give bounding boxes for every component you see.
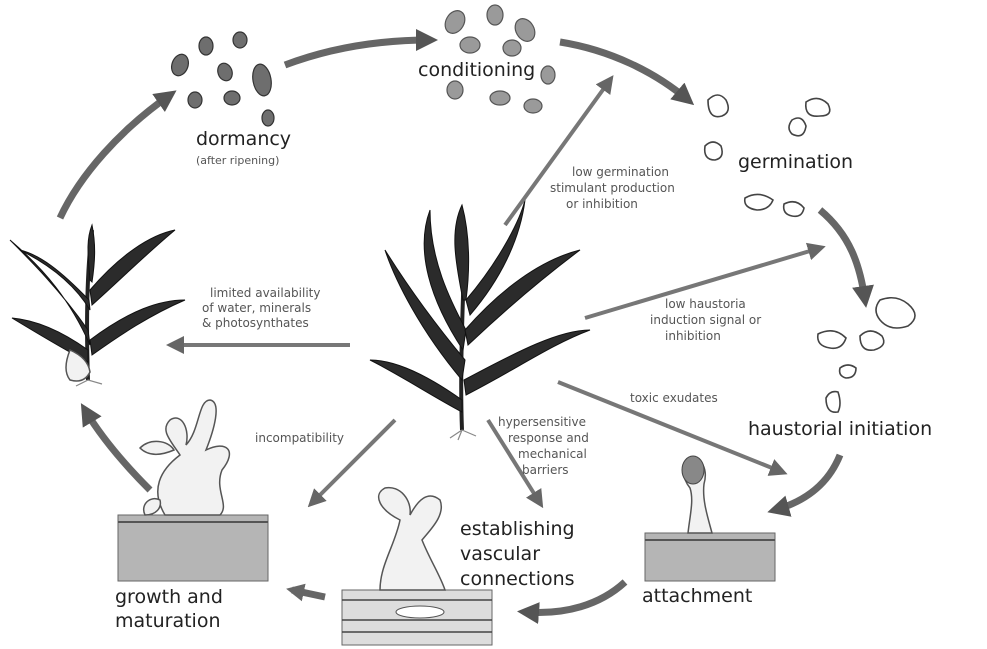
- label-haustoria-signal-1: low haustoria: [665, 297, 746, 311]
- haustorial-initiation-seeds-icon: [818, 298, 915, 412]
- label-limited-availability-3: & photosynthates: [202, 316, 309, 330]
- label-limited-availability-2: of water, minerals: [202, 301, 311, 315]
- label-haustorial-initiation: haustorial initiation: [748, 418, 932, 440]
- host-plant-center-icon: [370, 200, 590, 440]
- label-germination-stimulant-3: or inhibition: [566, 197, 638, 211]
- label-haustoria-signal-3: inhibition: [665, 329, 721, 343]
- growth-maturation-illustration: [118, 400, 268, 581]
- dormancy-seeds-icon: [169, 32, 274, 126]
- label-growth-2: maturation: [115, 610, 221, 632]
- label-hypersensitive-1: hypersensitive: [498, 415, 586, 429]
- vascular-connection-illustration: [342, 488, 492, 645]
- label-germination: germination: [738, 151, 853, 173]
- label-conditioning: conditioning: [418, 59, 535, 81]
- attachment-illustration: [645, 456, 775, 581]
- label-incompatibility: incompatibility: [255, 431, 344, 445]
- label-establishing-3: connections: [460, 568, 575, 590]
- label-attachment: attachment: [642, 585, 752, 607]
- label-hypersensitive-2: response and: [508, 431, 589, 445]
- label-germination-stimulant-2: stimulant production: [550, 181, 675, 195]
- label-haustoria-signal-2: induction signal or: [650, 313, 761, 327]
- label-limited-availability-1: limited availability: [210, 286, 320, 300]
- label-dormancy: dormancy: [196, 128, 291, 150]
- label-establishing-2: vascular: [460, 543, 540, 565]
- label-dormancy-sub: (after ripening): [196, 154, 279, 167]
- label-establishing-1: establishing: [460, 518, 575, 540]
- label-hypersensitive-4: barriers: [522, 463, 569, 477]
- label-toxic-exudates: toxic exudates: [630, 391, 718, 405]
- host-plant-left-icon: [10, 225, 185, 386]
- label-growth-1: growth and: [115, 586, 223, 608]
- label-germination-stimulant-1: low germination: [572, 165, 669, 179]
- label-hypersensitive-3: mechanical: [518, 447, 587, 461]
